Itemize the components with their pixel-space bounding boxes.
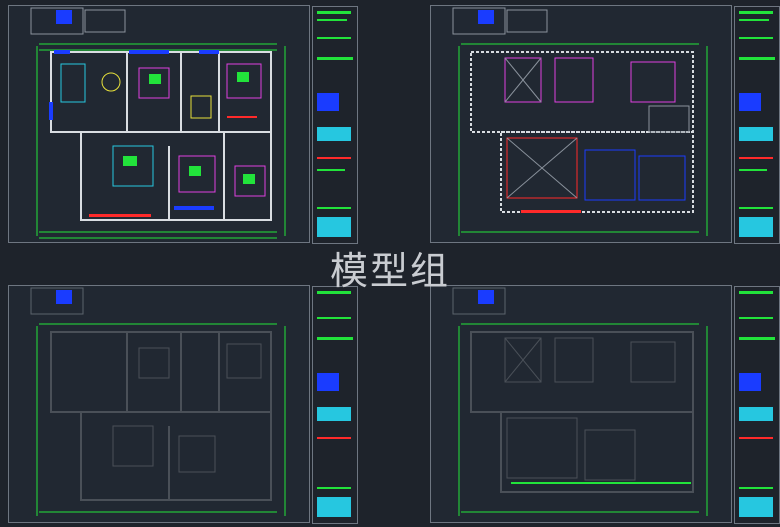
title-block: [312, 286, 358, 524]
title-block: [734, 6, 780, 244]
title-block-drawing: [317, 291, 353, 517]
drawing-sheet-ceiling-plan[interactable]: [430, 5, 780, 244]
title-block: [734, 286, 780, 524]
ceiling-plan-drawing: [452, 7, 708, 236]
drawing-sheet-floor-plan[interactable]: [8, 5, 358, 244]
title-block-drawing: [739, 11, 775, 237]
title-block-drawing: [739, 291, 775, 517]
floor-plan-drawing: [30, 7, 286, 239]
drawing-sheet-ceiling-plan-dim[interactable]: [430, 285, 780, 524]
title-block: [312, 6, 358, 244]
ceiling-plan-dim-drawing: [452, 287, 708, 516]
title-block-drawing: [317, 11, 353, 237]
drawing-sheet-floor-plan-dim[interactable]: [8, 285, 358, 524]
floor-plan-dim-drawing: [30, 287, 286, 516]
